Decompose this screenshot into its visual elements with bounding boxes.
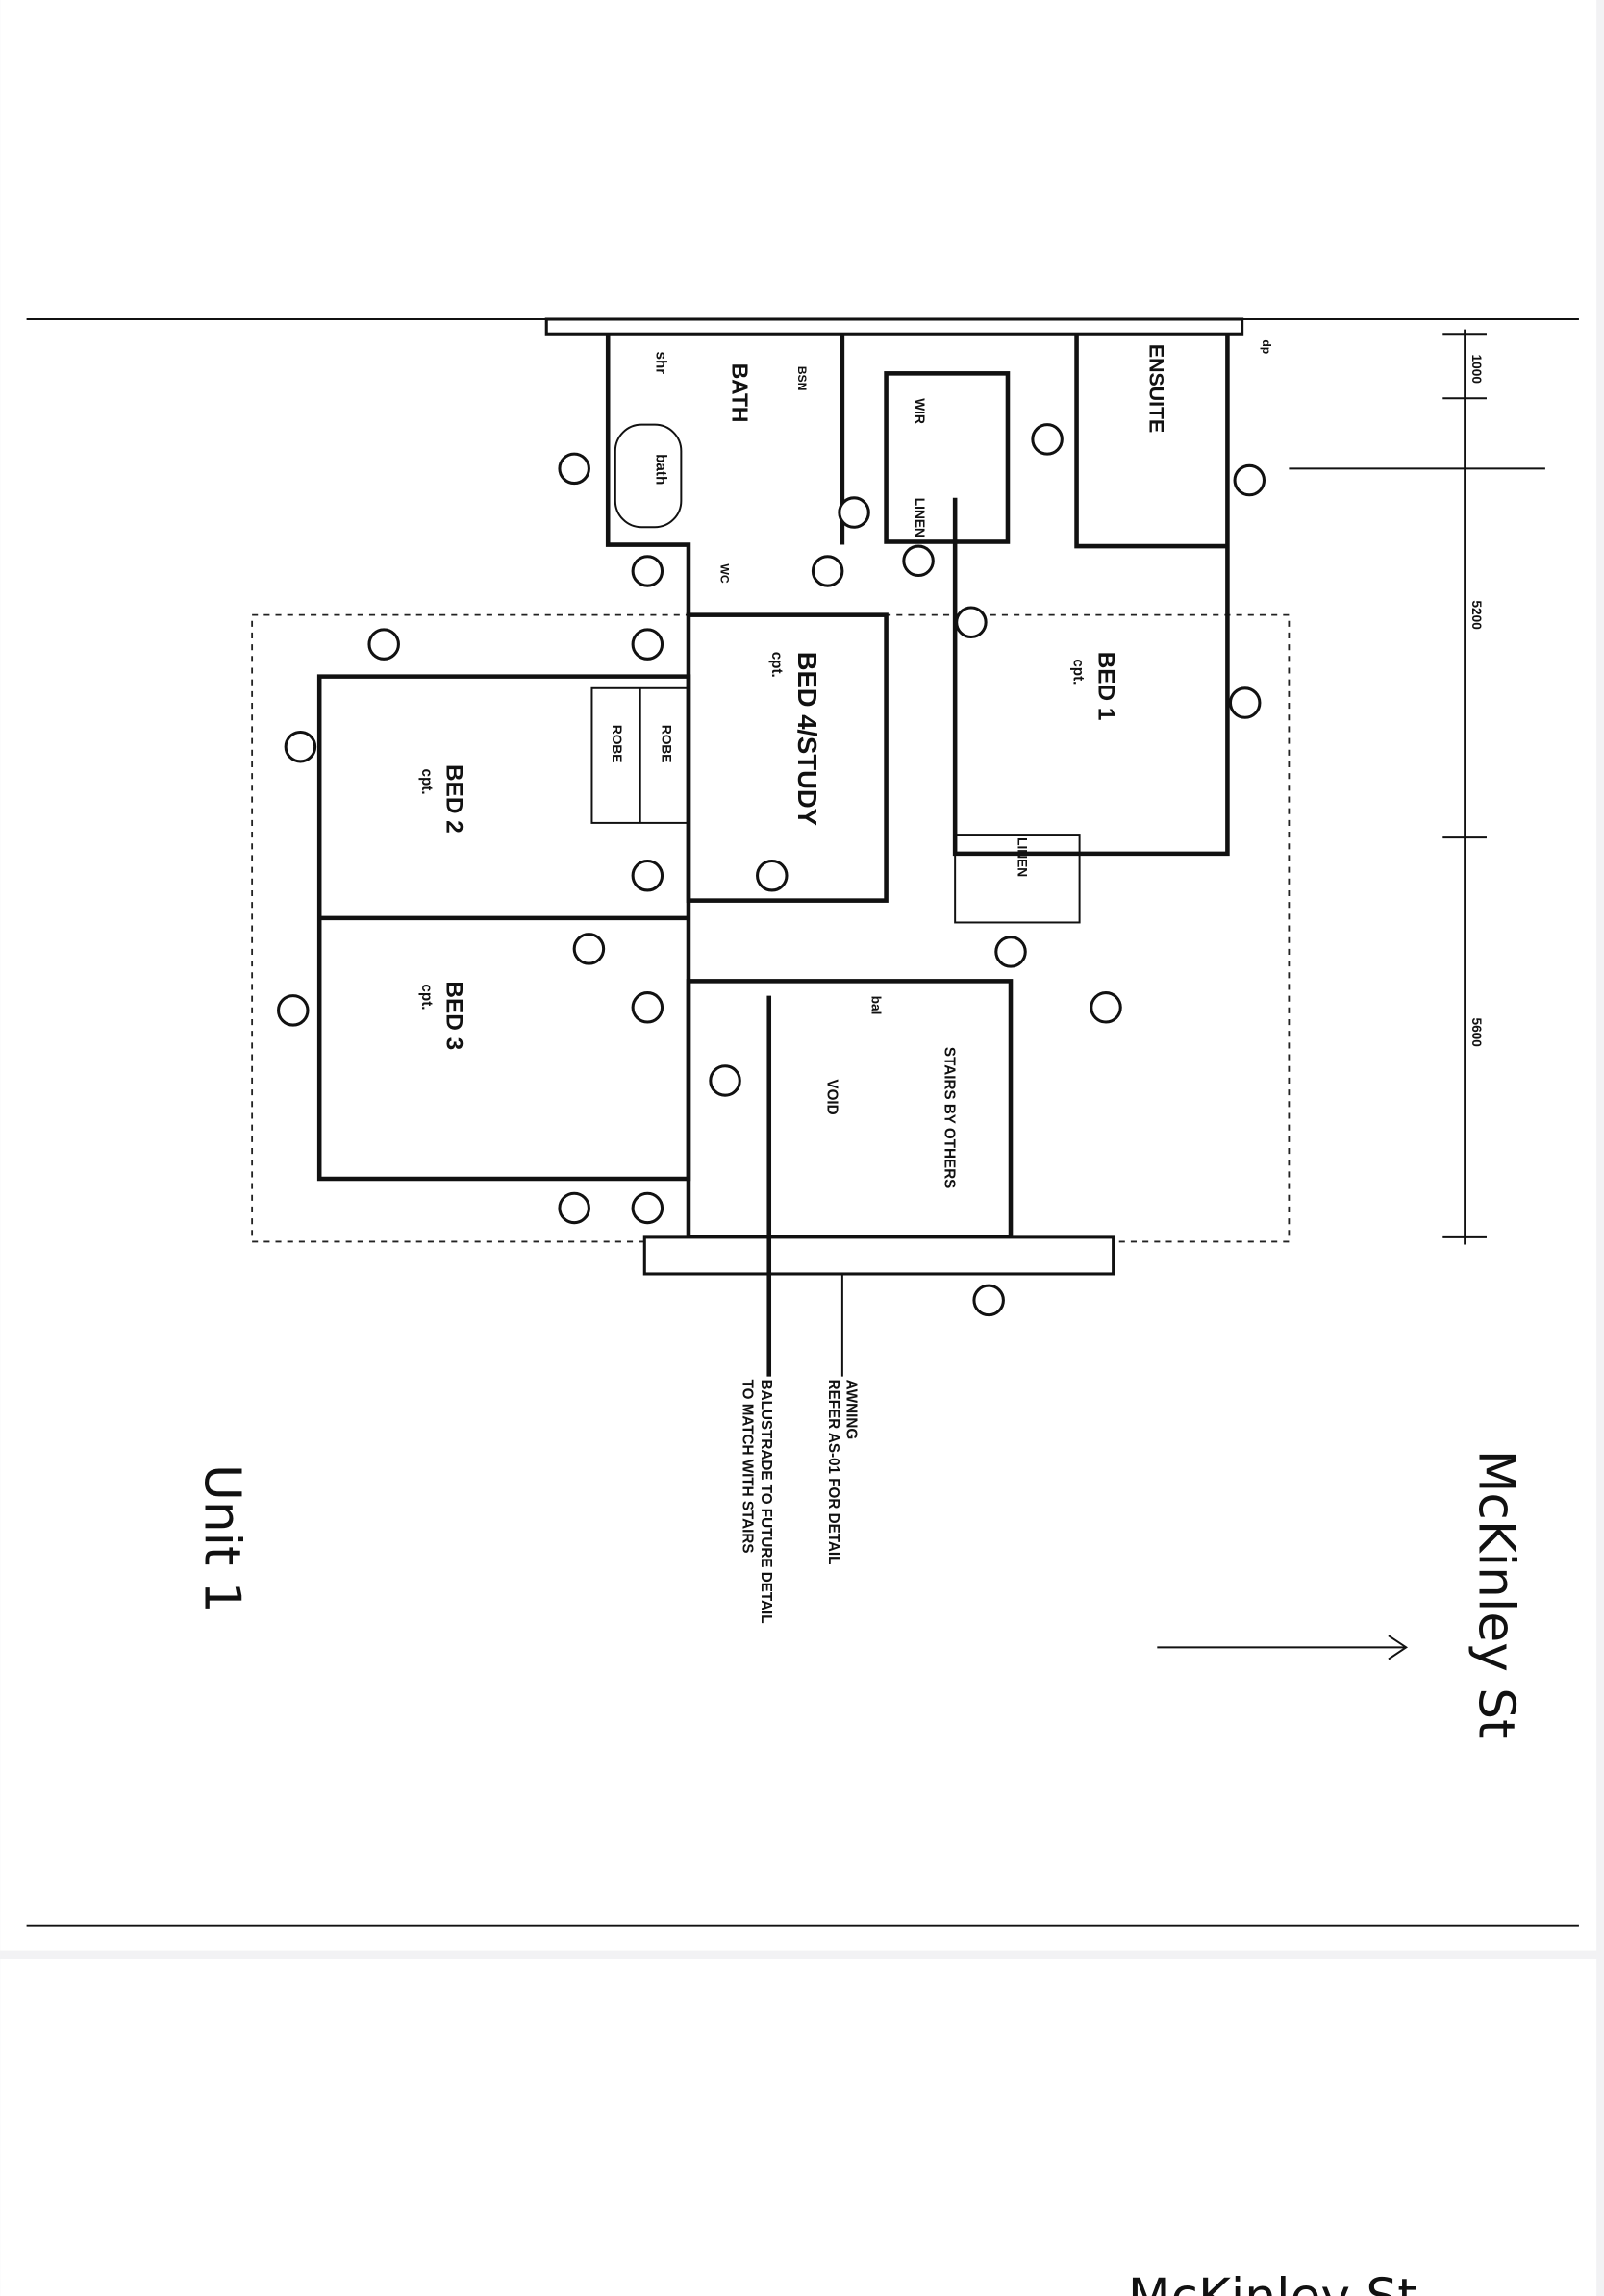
stairs-note: STAIRS BY OTHERS xyxy=(940,1047,957,1188)
bath-fixture: bath xyxy=(652,454,668,485)
void-label: VOID xyxy=(824,1079,840,1114)
ensuite-label: ENSUITE xyxy=(1145,344,1168,433)
page-1 xyxy=(0,0,1597,1951)
linen-label-2: LINEN xyxy=(1015,837,1030,877)
wc-label: WC xyxy=(717,563,731,583)
bed3-carpet: cpt. xyxy=(418,984,435,1010)
basin-label: BSN xyxy=(795,366,809,391)
balustrade-note-1: BALUSTRADE TO FUTURE DETAIL xyxy=(758,1380,774,1624)
awning-note-2: REFER AS-01 FOR DETAIL xyxy=(825,1380,841,1565)
shower-label: shr xyxy=(652,352,668,375)
bath-label: BATH xyxy=(728,363,753,423)
robe-label-2: ROBE xyxy=(660,725,674,763)
balcony-label: bal xyxy=(868,996,883,1015)
page2-handwritten-street: McKinley St xyxy=(1128,2268,1417,2296)
dimension-2: 5200 xyxy=(1469,600,1484,630)
bed4-carpet: cpt. xyxy=(768,652,785,678)
dimension-3: 5600 xyxy=(1469,1017,1484,1047)
bed3-label: BED 3 xyxy=(441,981,467,1050)
handwritten-street: McKinley St xyxy=(1466,1450,1524,1739)
handwritten-unit: Unit 1 xyxy=(192,1464,250,1613)
wir-label: WIR xyxy=(913,398,927,424)
awning-note-1: AWNING xyxy=(842,1380,859,1440)
bed2-carpet: cpt. xyxy=(418,769,435,795)
bed2-label: BED 2 xyxy=(441,764,467,834)
balustrade-note-2: TO MATCH WITH STAIRS xyxy=(739,1380,755,1554)
downpipe-label: dp xyxy=(1260,339,1273,354)
linen-label-1: LINEN xyxy=(913,498,927,537)
dimension-1: 1000 xyxy=(1469,355,1484,385)
bed1-carpet: cpt. xyxy=(1070,659,1087,685)
room-labels: BED 1 cpt. BED 2 cpt. BED 3 cpt. BED 4/S… xyxy=(418,344,1168,1115)
notes: STAIRS BY OTHERS AWNING REFER AS-01 FOR … xyxy=(739,339,1483,1623)
bed4-label: BED 4/STUDY xyxy=(792,652,822,826)
robe-label-1: ROBE xyxy=(610,725,624,763)
bed1-label: BED 1 xyxy=(1092,652,1118,721)
floor-plan xyxy=(26,317,1579,1927)
page-2 xyxy=(0,1959,1597,2296)
